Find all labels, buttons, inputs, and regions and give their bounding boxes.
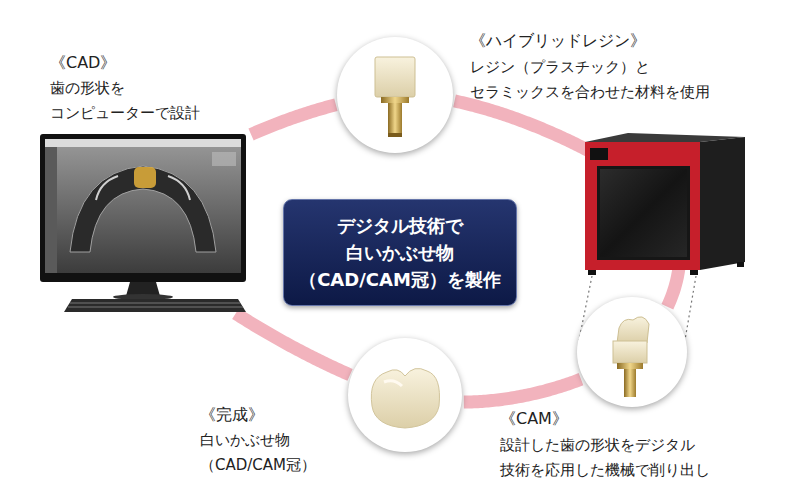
crown-photo: 《完成》白いかぶせ物 （CAD/CAM冠） [348, 338, 462, 452]
cam-photo: 《CAM》設計した歯の形状をデジタル 技術を応用した機械で削り出し [577, 297, 687, 407]
step-heading: 《ハイブリッドレジン》 [470, 30, 646, 52]
crown-picture [348, 338, 462, 452]
step-description: 設計した歯の形状をデジタル 技術を応用した機械で削り出し [500, 433, 740, 483]
ring-connector [236, 313, 350, 374]
resin-picture [337, 37, 453, 153]
ring-connector [464, 379, 581, 402]
step-description: 白いかぶせ物 （CAD/CAM冠） [200, 428, 330, 478]
center-text: デジタル技術で 白いかぶせ物 （CAD/CAM冠）を製作 [294, 212, 506, 293]
center-message: デジタル技術で 白いかぶせ物 （CAD/CAM冠）を製作 [283, 199, 517, 306]
step-heading: 《CAD》 [50, 52, 116, 74]
computer-monitor [40, 134, 246, 312]
cam-picture [577, 297, 687, 407]
milling-machine [585, 133, 745, 275]
cad-step: 《CAD》歯の形状を コンピューターで設計 [38, 132, 250, 312]
resin-photo: 《ハイブリッドレジン》レジン（プラスチック）と セラミックスを合わせた材料を使用 [337, 37, 453, 153]
ring-connector [251, 105, 336, 135]
step-description: 歯の形状を コンピューターで設計 [50, 76, 228, 126]
step-description: レジン（プラスチック）と セラミックスを合わせた材料を使用 [470, 55, 738, 105]
step-heading: 《完成》 [200, 404, 264, 426]
step-heading: 《CAM》 [500, 408, 568, 430]
